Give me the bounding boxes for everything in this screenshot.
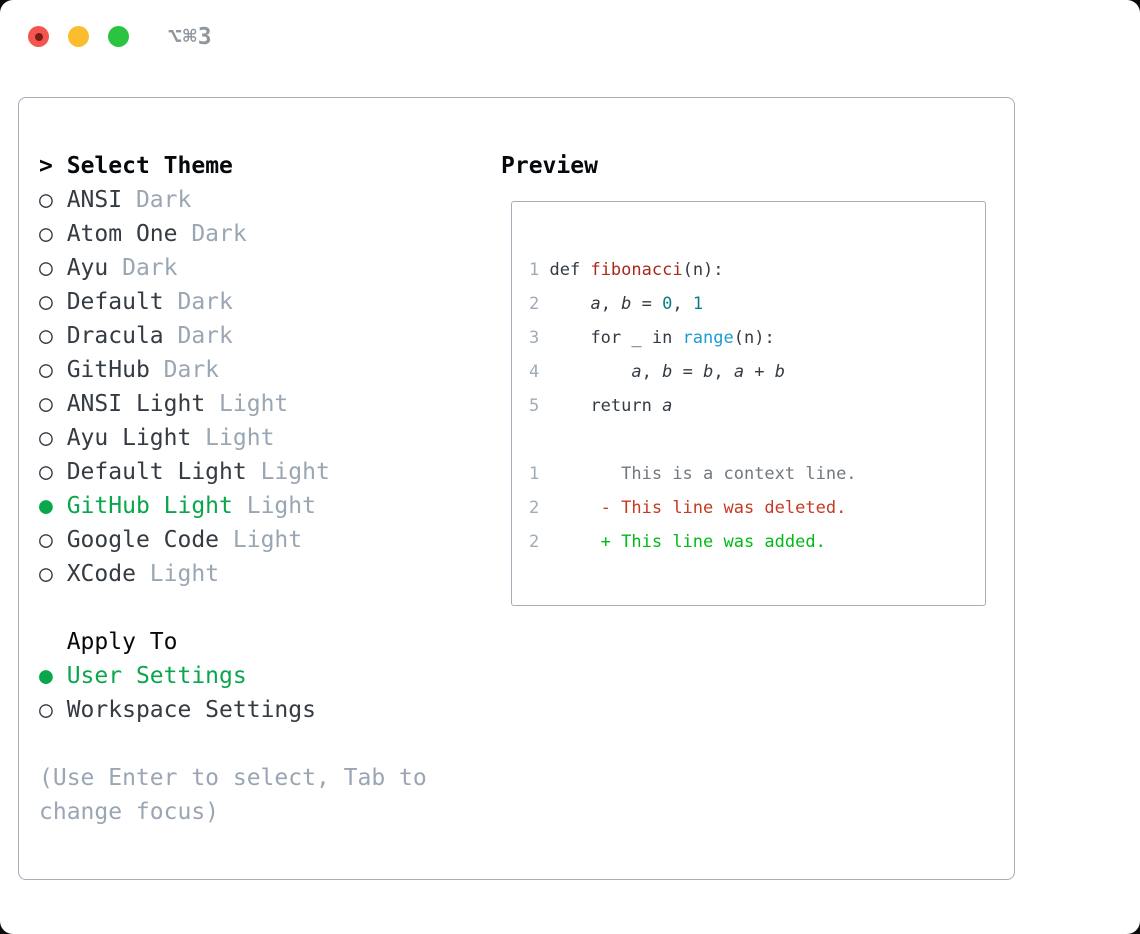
code-line <box>529 423 985 457</box>
radio-icon: ○ <box>39 697 67 723</box>
theme-option-ansi-light-light[interactable]: ○ ANSI Light Light <box>39 387 427 421</box>
theme-name: XCode <box>66 561 136 587</box>
main-panel: > Select Theme ○ ANSI Dark○ Atom One Dar… <box>18 97 1015 880</box>
theme-option-dracula-dark[interactable]: ○ Dracula Dark <box>39 319 427 353</box>
theme-picker: > Select Theme ○ ANSI Dark○ Atom One Dar… <box>39 149 427 829</box>
theme-variant: Dark <box>122 187 192 213</box>
theme-name: GitHub Light <box>66 493 233 519</box>
hint-text: (Use Enter to select, Tab to change focu… <box>39 761 427 829</box>
theme-variant: Light <box>135 561 220 587</box>
radio-selected-icon: ● <box>39 663 67 689</box>
theme-variant: Dark <box>163 289 233 315</box>
radio-icon: ○ <box>39 561 67 587</box>
radio-icon: ○ <box>39 391 67 417</box>
code-line: 2 + This line was added. <box>529 532 826 552</box>
theme-variant: Light <box>219 527 303 553</box>
hint-line: change focus) <box>39 799 220 825</box>
preview-box: 1 def fibonacci(n): 2 a, b = 0, 1 3 for _ … <box>511 201 986 606</box>
apply-option-label: User Settings <box>66 663 247 689</box>
window-title: ⌥⌘3 <box>168 24 213 50</box>
theme-variant: Dark <box>108 255 178 281</box>
code-line: 2 - This line was deleted. <box>529 498 847 518</box>
theme-option-github-dark[interactable]: ○ GitHub Dark <box>39 353 427 387</box>
theme-option-github-light-light[interactable]: ● GitHub Light Light <box>39 489 427 523</box>
traffic-lights <box>28 26 129 47</box>
theme-name: Atom One <box>66 221 178 247</box>
theme-name: ANSI Light <box>66 391 206 417</box>
radio-icon: ○ <box>39 527 67 553</box>
theme-name: Dracula <box>66 323 164 349</box>
theme-variant: Dark <box>163 323 233 349</box>
theme-option-default-dark[interactable]: ○ Default Dark <box>39 285 427 319</box>
theme-option-ayu-light-light[interactable]: ○ Ayu Light Light <box>39 421 427 455</box>
radio-icon: ○ <box>39 187 67 213</box>
radio-selected-icon: ● <box>39 493 67 519</box>
picker-heading-row: > Select Theme <box>39 149 427 183</box>
theme-option-google-code-light[interactable]: ○ Google Code Light <box>39 523 427 557</box>
theme-name: Ayu Light <box>66 425 192 451</box>
theme-list: ○ ANSI Dark○ Atom One Dark○ Ayu Dark○ De… <box>39 183 427 591</box>
hint-line: (Use Enter to select, Tab to <box>39 765 427 791</box>
close-dot-icon <box>34 32 43 41</box>
radio-icon: ○ <box>39 289 67 315</box>
theme-option-default-light-light[interactable]: ○ Default Light Light <box>39 455 427 489</box>
radio-icon: ○ <box>39 459 67 485</box>
radio-icon: ○ <box>39 425 67 451</box>
theme-option-xcode-light[interactable]: ○ XCode Light <box>39 557 427 591</box>
code-line: 1 def fibonacci(n): <box>529 260 724 280</box>
theme-name: Default <box>66 289 164 315</box>
theme-name: Ayu <box>66 255 109 281</box>
preview-heading: Preview <box>501 153 598 179</box>
theme-variant: Light <box>191 425 275 451</box>
zoom-button[interactable] <box>108 26 129 47</box>
radio-icon: ○ <box>39 221 67 247</box>
apply-to-section: Apply To ● User Settings○ Workspace Sett… <box>39 625 427 727</box>
theme-option-ayu-dark[interactable]: ○ Ayu Dark <box>39 251 427 285</box>
prompt-cursor-icon: > <box>39 153 53 179</box>
apply-to-heading: Apply To <box>66 629 178 655</box>
radio-icon: ○ <box>39 357 67 383</box>
minimize-button[interactable] <box>68 26 89 47</box>
theme-name: Default Light <box>66 459 247 485</box>
radio-icon: ○ <box>39 323 67 349</box>
picker-heading: Select Theme <box>66 153 233 179</box>
apply-option-label: Workspace Settings <box>66 697 316 723</box>
theme-name: Google Code <box>66 527 220 553</box>
apply-option-workspace-settings[interactable]: ○ Workspace Settings <box>39 693 427 727</box>
code-line: 2 a, b = 0, 1 <box>529 294 704 314</box>
apply-to-options: ● User Settings○ Workspace Settings <box>39 659 427 727</box>
theme-variant: Dark <box>177 221 247 247</box>
apply-option-user-settings[interactable]: ● User Settings <box>39 659 427 693</box>
theme-variant: Light <box>246 459 330 485</box>
code-line: 3 for _ in range(n): <box>529 328 775 348</box>
theme-name: GitHub <box>66 357 150 383</box>
code-line: 5 return a <box>529 396 673 416</box>
close-button[interactable] <box>28 26 49 47</box>
theme-variant: Light <box>205 391 289 417</box>
theme-option-ansi-dark[interactable]: ○ ANSI Dark <box>39 183 427 217</box>
theme-name: ANSI <box>66 187 123 213</box>
theme-variant: Dark <box>149 357 220 383</box>
code-line: 1 This is a context line. <box>529 464 857 484</box>
theme-option-atom-one-dark[interactable]: ○ Atom One Dark <box>39 217 427 251</box>
apply-to-heading-row: Apply To <box>39 625 427 659</box>
title-bar: ⌥⌘3 <box>0 0 1140 74</box>
code-line: 4 a, b = b, a + b <box>529 362 786 382</box>
radio-icon: ○ <box>39 255 67 281</box>
theme-variant: Light <box>232 493 316 519</box>
